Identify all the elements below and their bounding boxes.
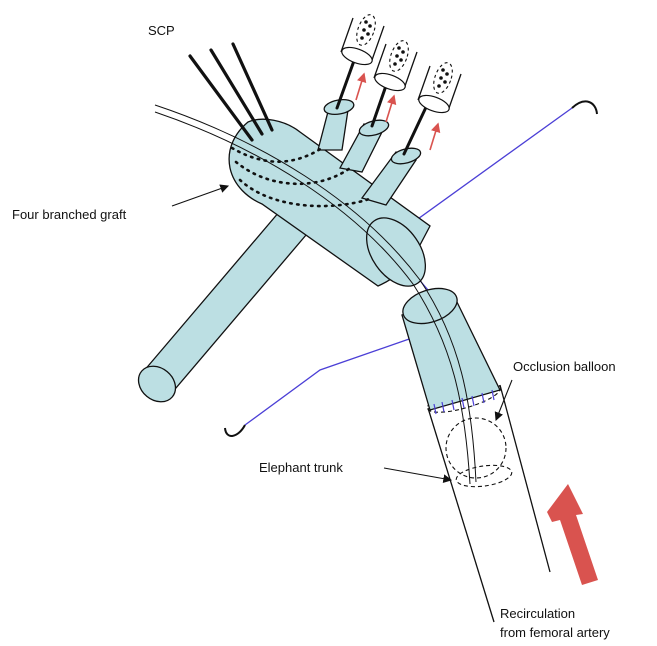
recirculation-arrow [547,484,598,585]
label-scp: SCP [148,23,175,38]
graft-branch-2 [340,117,390,172]
graft-pointer-arrow [172,186,228,206]
occlusion-balloon [446,418,513,490]
guide-wire-lower [225,330,435,436]
label-recirculation-line1: Recirculation [500,606,575,621]
head-vessel-3 [417,60,461,116]
proximal-graft-segment [398,282,500,414]
head-vessel-2 [373,38,417,94]
label-recirculation-line2: from femoral artery [500,625,610,640]
head-vessel-1 [340,12,384,68]
graft-side-limb [131,205,312,409]
elephant-trunk [425,378,550,622]
label-four-branched-graft: Four branched graft [12,207,127,222]
label-elephant-trunk: Elephant trunk [259,460,343,475]
trunk-pointer-arrow [384,468,451,480]
label-occlusion-balloon: Occlusion balloon [513,359,616,374]
